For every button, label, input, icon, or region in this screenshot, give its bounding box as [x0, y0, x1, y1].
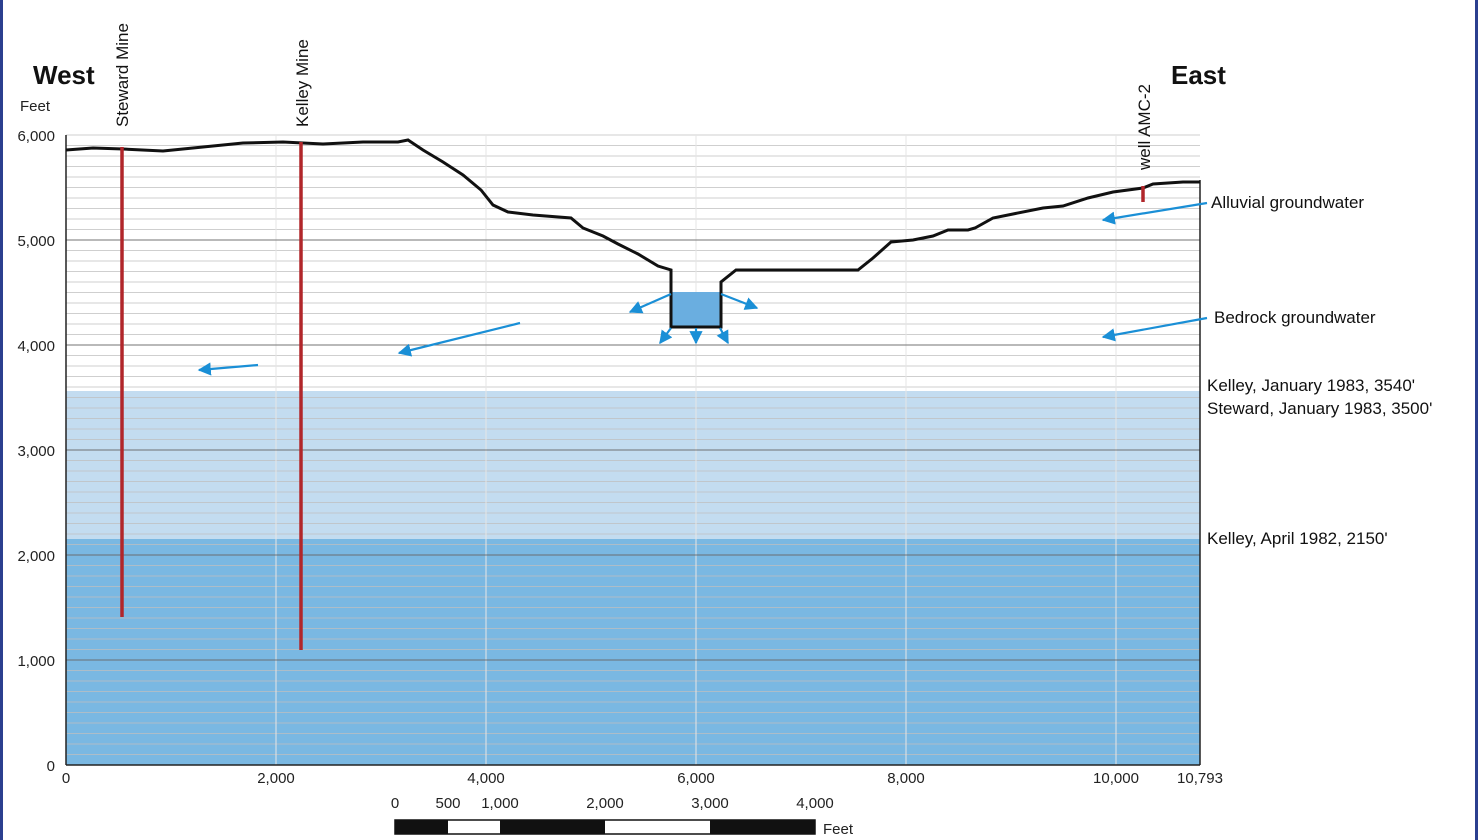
water-level-1982-band: [66, 539, 1200, 765]
kelley-1983-label: Kelley, January 1983, 3540': [1207, 376, 1415, 395]
ground-surface-profile: [65, 138, 1200, 329]
x-tick-label: 10,000: [1093, 770, 1139, 787]
amc-well-label: well AMC-2: [1135, 84, 1154, 171]
flow-arrow: [197, 362, 259, 376]
scale-segment: [710, 820, 815, 834]
steward-1983-label: Steward, January 1983, 3500': [1207, 399, 1432, 418]
scale-label: 0: [391, 795, 399, 812]
scale-segment: [500, 820, 605, 834]
scale-bar: 0 500 1,000 2,000 3,000 4,000 Feet: [391, 795, 854, 838]
major-grid: [66, 239, 1200, 661]
flow-arrow: [1101, 316, 1208, 342]
y-tick-label: 1,000: [17, 653, 55, 670]
scale-label: 3,000: [691, 795, 729, 812]
kelley-1982-label: Kelley, April 1982, 2150': [1207, 529, 1388, 548]
flow-arrow: [1101, 201, 1208, 225]
flow-arrow: [659, 327, 673, 345]
scale-unit: Feet: [823, 821, 854, 838]
scale-label: 2,000: [586, 795, 624, 812]
steward-mine-label: Steward Mine: [113, 23, 132, 127]
y-axis-ticks: 6,000 5,000 4,000 3,000 2,000 1,000 0: [17, 128, 55, 775]
flow-arrow: [716, 327, 729, 345]
y-tick-label: 2,000: [17, 548, 55, 565]
flow-arrows: [197, 201, 1208, 376]
kelley-mine-label: Kelley Mine: [293, 39, 312, 127]
scale-label: 1,000: [481, 795, 519, 812]
x-tick-label: 8,000: [887, 770, 925, 787]
west-label: West: [33, 60, 95, 90]
scale-label: 500: [435, 795, 460, 812]
y-axis-unit: Feet: [20, 98, 51, 115]
alluvial-groundwater-label: Alluvial groundwater: [1211, 193, 1364, 212]
y-tick-label: 4,000: [17, 338, 55, 355]
flow-arrow: [720, 292, 759, 310]
bedrock-groundwater-label: Bedrock groundwater: [1214, 308, 1376, 327]
scale-segment: [395, 820, 448, 834]
flow-arrow: [628, 292, 672, 314]
x-tick-label: 2,000: [257, 770, 295, 787]
y-tick-label: 3,000: [17, 443, 55, 460]
pit-water: [671, 292, 721, 327]
water-level-1983-band: [66, 391, 1200, 539]
cross-section-diagram: West East Feet 6,000 5,000 4,000 3,000 2…: [17, 23, 1432, 838]
flow-arrow: [397, 321, 521, 357]
y-tick-label: 0: [47, 758, 55, 775]
east-label: East: [1171, 60, 1226, 90]
y-tick-label: 6,000: [17, 128, 55, 145]
x-tick-label: 0: [62, 770, 70, 787]
y-tick-label: 5,000: [17, 233, 55, 250]
x-tick-label: 6,000: [677, 770, 715, 787]
x-tick-label: 4,000: [467, 770, 505, 787]
grid-lines: [66, 134, 1200, 766]
x-axis-ticks: 0 2,000 4,000 6,000 8,000 10,000 10,793: [62, 770, 1223, 787]
scale-label: 4,000: [796, 795, 834, 812]
x-tick-label: 10,793: [1177, 770, 1223, 787]
